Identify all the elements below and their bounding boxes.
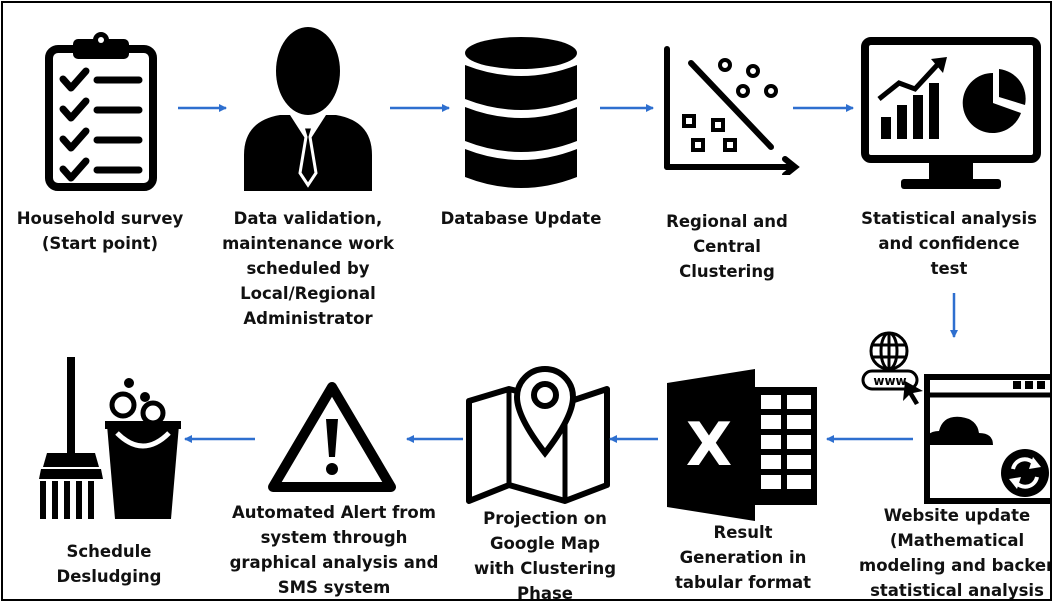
label-line: statistical analysis — [870, 581, 1044, 600]
label-line: Regional and — [666, 212, 788, 231]
step-label-database-update: Database Update — [433, 206, 609, 231]
label-line: Household survey — [16, 209, 184, 228]
label-line: Administrator — [243, 309, 373, 328]
clipboard-checklist-icon — [45, 32, 157, 191]
label-line: modeling and backend — [859, 556, 1052, 575]
label-line: Google Map — [490, 534, 600, 553]
cleaning-bucket-icon — [39, 357, 181, 519]
label-line: Website update — [883, 506, 1031, 525]
step-label-automated-alert: Automated Alert from system through grap… — [227, 500, 441, 599]
label-line: Projection on — [483, 509, 607, 528]
monitor-charts-icon — [861, 37, 1041, 189]
step-label-website-update: Website update (Mathematical modeling an… — [859, 503, 1052, 600]
label-line: Desludging — [56, 567, 162, 586]
globe-icon — [869, 331, 909, 371]
label-line: Database Update — [440, 209, 602, 228]
step-label-schedule-desludging: Schedule Desludging — [29, 539, 189, 589]
label-line: tabular format — [674, 573, 812, 592]
label-line: SMS system — [277, 578, 391, 597]
label-line: maintenance work — [222, 234, 394, 253]
step-label-household-survey: Household survey (Start point) — [5, 206, 195, 256]
label-line: Statistical analysis — [861, 209, 1037, 228]
label-line: and confidence — [878, 234, 1020, 253]
label-line: with Clustering — [473, 559, 617, 578]
label-line: Schedule — [66, 542, 152, 561]
label-line: test — [930, 259, 968, 278]
label-line: Automated Alert from — [232, 503, 436, 522]
step-label-statistical-analysis: Statistical analysis and confidence test — [849, 206, 1049, 281]
label-line: Result — [713, 523, 773, 542]
label-line: Data validation, — [233, 209, 383, 228]
step-label-result-generation: Result Generation in tabular format — [655, 520, 831, 595]
www-badge: www — [873, 374, 906, 388]
label-line: (Mathematical — [889, 531, 1025, 550]
label-line: Generation in — [679, 548, 807, 567]
database-icon — [465, 37, 577, 188]
step-label-map-projection: Projection on Google Map with Clustering… — [457, 506, 633, 601]
label-line: system through — [260, 528, 408, 547]
label-line: Central — [693, 237, 761, 256]
label-line: scheduled by — [246, 259, 370, 278]
administrator-icon — [244, 27, 372, 191]
svg-text:X: X — [686, 410, 732, 480]
flow-arrows — [178, 104, 958, 443]
label-line: Local/Regional — [240, 284, 376, 303]
label-line: (Start point) — [41, 234, 159, 253]
map-pin-icon — [466, 366, 610, 504]
label-line: Phase — [517, 584, 573, 601]
website-refresh-icon: www — [861, 331, 1050, 504]
label-line: Clustering — [679, 262, 775, 281]
excel-icon: X — [667, 369, 817, 521]
label-line: graphical analysis and — [229, 553, 439, 572]
scatter-plot-icon — [664, 46, 800, 175]
step-label-clustering: Regional and Central Clustering — [639, 209, 815, 284]
step-label-data-validation: Data validation, maintenance work schedu… — [213, 206, 403, 331]
warning-icon — [268, 382, 396, 492]
